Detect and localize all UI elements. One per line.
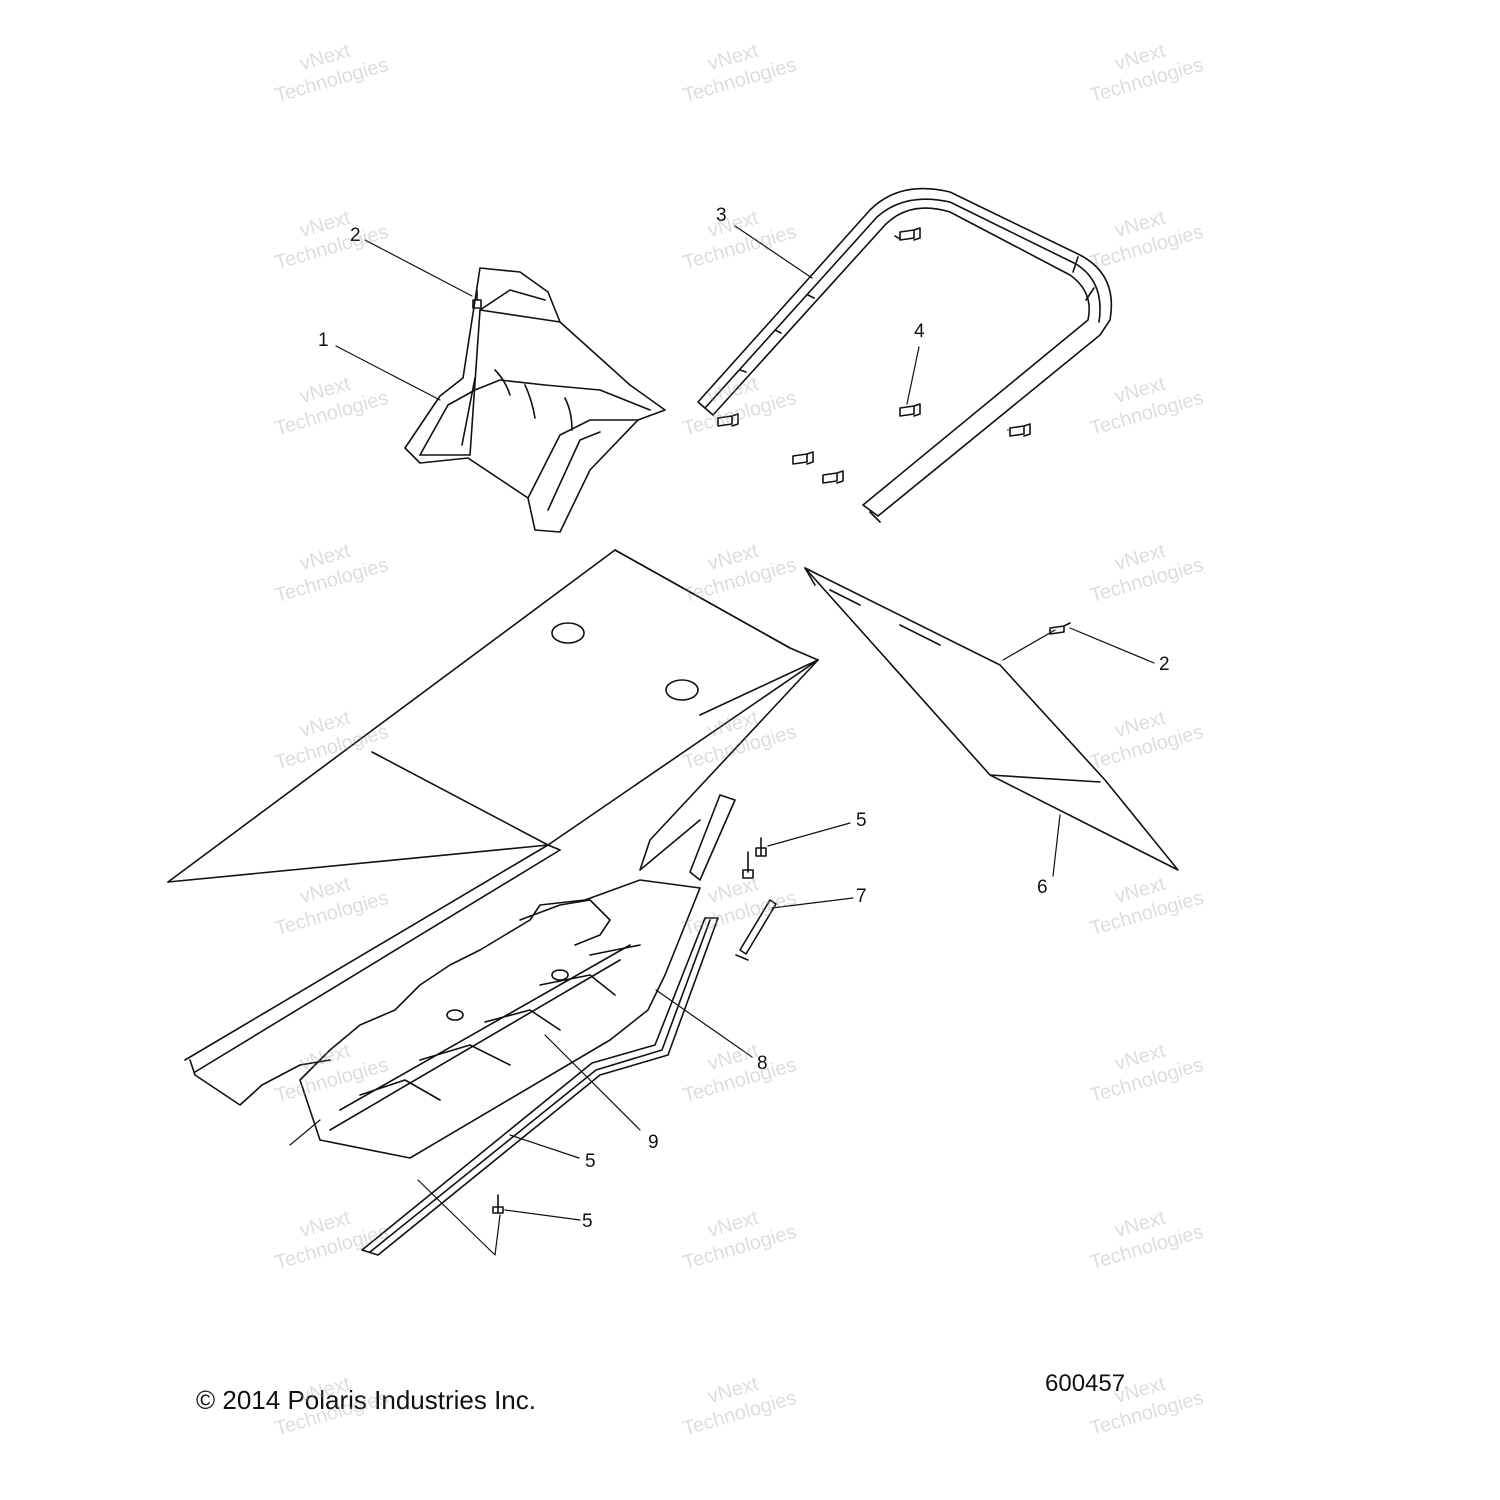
callout-5-lower: 5	[582, 1211, 593, 1232]
part-2-fasteners	[472, 289, 1071, 635]
callout-9: 9	[648, 1132, 659, 1153]
tunnel-deck	[167, 549, 819, 1106]
part-8-rubber-strip	[361, 917, 719, 1256]
leader-lines	[289, 225, 1155, 1256]
part-9-running-board	[299, 879, 701, 1159]
callout-1: 1	[318, 330, 329, 351]
callout-3: 3	[716, 205, 727, 226]
part-7-pin	[735, 899, 777, 961]
callout-4: 4	[914, 321, 925, 342]
diagram-part-number: 600457	[1045, 1370, 1126, 1397]
callout-2-right: 2	[1159, 654, 1170, 675]
part-4-bolts	[717, 227, 1031, 484]
callout-5-upper: 5	[856, 810, 867, 831]
callout-7: 7	[856, 886, 867, 907]
part-5-fasteners	[492, 837, 767, 1214]
callout-5-middle: 5	[585, 1151, 596, 1172]
callout-6: 6	[1037, 877, 1048, 898]
part-6-flap-panel	[804, 567, 1179, 871]
part-3-handle-bar	[697, 187, 1113, 523]
part-1-riser-bracket	[404, 267, 666, 533]
callout-2-top: 2	[350, 225, 361, 246]
callout-8: 8	[757, 1053, 768, 1074]
copyright-notice: © 2014 Polaris Industries Inc.	[196, 1385, 536, 1415]
